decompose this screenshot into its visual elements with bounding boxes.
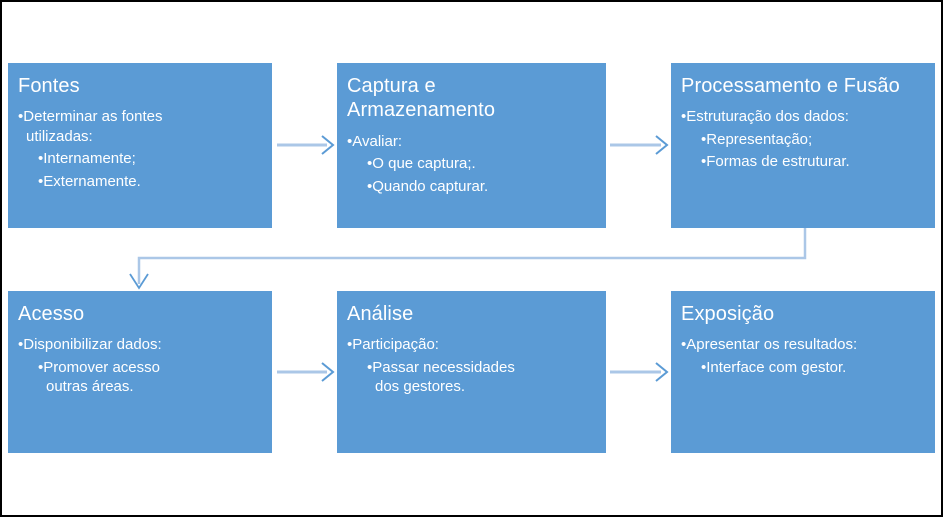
bullet-glyph: • (38, 172, 44, 190)
bullet-glyph: • (701, 358, 707, 376)
bullet-glyph: • (38, 358, 44, 376)
bullet-item: •Apresentar os resultados: •Interface co… (681, 335, 887, 377)
bullet-text: Disponibilizar dados: (23, 336, 162, 354)
arrow-fontes-to-captura (277, 135, 335, 155)
bullet-text: Quando capturar. (372, 177, 489, 195)
bullet-text: Determinar as fontes utilizadas: (23, 108, 163, 145)
process-box-captura-armazenamento: Captura e Armazenamento •Avaliar: •O que… (337, 63, 606, 228)
box-title-acesso: Acesso (18, 303, 85, 325)
arrow-captura-to-processamento (610, 135, 669, 155)
bullet-item: •Quando capturar. (367, 177, 534, 197)
bullet-item: •Participação: •Passar necessidades dos … (347, 335, 558, 397)
bullet-item: •Avaliar: •O que captura;. •Quando captu… (347, 132, 558, 197)
bullet-item: •O que captura;. (367, 154, 534, 174)
process-box-fontes: Fontes •Determinar as fontes utilizadas:… (8, 63, 272, 228)
bullet-glyph: • (347, 132, 353, 150)
bullet-text: Passar necessidades dos gestores. (372, 358, 515, 396)
bullet-item: •Internamente; (38, 149, 200, 169)
bullet-glyph: • (367, 358, 373, 376)
bullet-text: Externamente. (43, 172, 141, 190)
process-box-acesso: Acesso •Disponibilizar dados: •Promover … (8, 291, 272, 453)
process-box-processamento-fusao: Processamento e Fusão •Estruturação dos … (671, 63, 935, 228)
bullet-glyph: • (367, 177, 373, 195)
bullet-text: Avaliar: (352, 132, 403, 150)
process-box-exposicao: Exposição •Apresentar os resultados: •In… (671, 291, 935, 453)
bullet-item: •Interface com gestor. (701, 358, 863, 378)
bullet-text: Estruturação dos dados: (686, 108, 849, 126)
bullet-glyph: • (701, 130, 707, 148)
bullet-item: •Determinar as fontes utilizadas: •Inter… (18, 107, 224, 191)
bullet-text: O que captura;. (372, 155, 476, 173)
arrow-acesso-to-analise (277, 362, 335, 382)
bullet-glyph: • (681, 108, 687, 126)
bullet-text: Internamente; (43, 150, 136, 168)
bullet-text: Participação: (352, 336, 439, 354)
bullet-text: Formas de estruturar. (706, 153, 850, 171)
bullet-text: Promover acesso outras áreas. (43, 358, 160, 396)
box-title-fontes: Fontes (18, 75, 80, 97)
bullet-item: •Externamente. (38, 172, 200, 192)
bullet-item: •Representação; (701, 130, 863, 150)
process-box-analise: Análise •Participação: •Passar necessida… (337, 291, 606, 453)
connector-processamento-to-acesso (129, 228, 807, 290)
bullet-text: Representação; (706, 130, 813, 148)
bullet-glyph: • (347, 336, 353, 354)
bullet-glyph: • (367, 155, 373, 173)
box-title-processamento: Processamento e Fusão (681, 75, 900, 97)
bullet-glyph: • (18, 336, 24, 354)
bullet-item: •Disponibilizar dados: •Promover acesso … (18, 335, 224, 397)
bullet-glyph: • (18, 108, 24, 126)
bullet-item: •Promover acesso outras áreas. (38, 358, 200, 397)
bullet-text: Apresentar os resultados: (686, 336, 858, 354)
box-title-captura: Captura e Armazenamento (347, 75, 496, 122)
bullet-glyph: • (701, 153, 707, 171)
box-title-analise: Análise (347, 303, 414, 325)
bullet-glyph: • (681, 336, 687, 354)
bullet-glyph: • (38, 150, 44, 168)
bullet-item: •Estruturação dos dados: •Representação;… (681, 107, 887, 172)
bullet-item: •Formas de estruturar. (701, 152, 863, 172)
box-title-exposicao: Exposição (681, 303, 775, 325)
arrow-analise-to-exposicao (610, 362, 669, 382)
bullet-text: Interface com gestor. (706, 358, 847, 376)
bullet-item: •Passar necessidades dos gestores. (367, 358, 534, 397)
